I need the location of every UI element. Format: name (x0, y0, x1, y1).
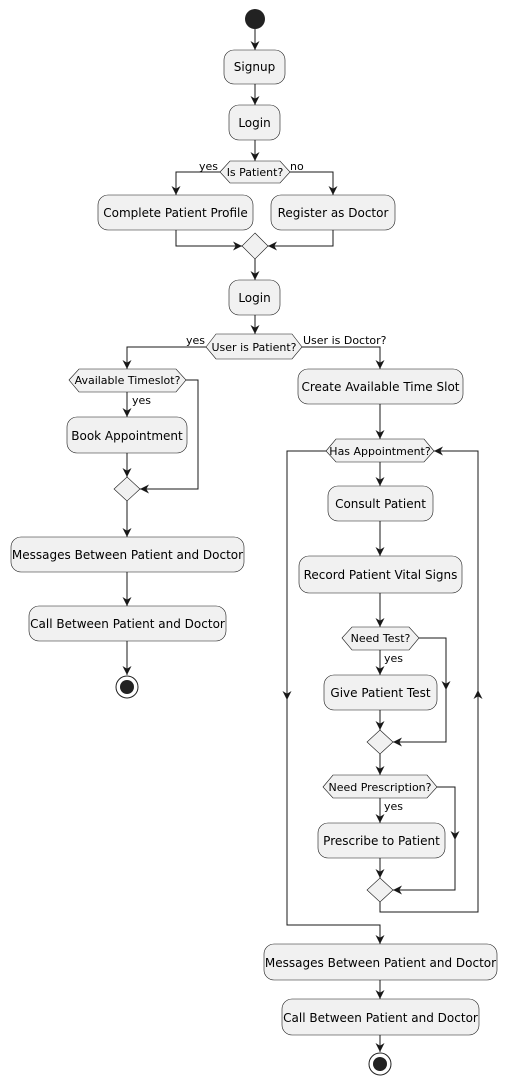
activity-signup: Signup (223, 49, 286, 85)
activity-register-as-doctor: Register as Doctor (270, 194, 396, 231)
decision-user-is-patient-label: User is Patient? (212, 341, 297, 354)
end-node-doctor (368, 1052, 392, 1076)
activity-complete-patient-profile: Complete Patient Profile (97, 194, 254, 231)
activity-book-appointment-label: Book Appointment (71, 429, 183, 443)
edge-label-timeslot-yes: yes (132, 394, 151, 407)
activity-record-patient-vital-signs-label: Record Patient Vital Signs (304, 568, 458, 582)
activity-give-patient-test: Give Patient Test (323, 674, 438, 711)
merge-diamond-test (366, 729, 394, 755)
activity-messages-doctor-branch: Messages Between Patient and Doctor (263, 943, 498, 981)
activity-give-patient-test-label: Give Patient Test (330, 686, 430, 700)
edge-is-patient-yes (171, 171, 220, 195)
activity-login-1-label: Login (238, 116, 270, 130)
end-node-patient (115, 675, 139, 699)
edge-label-user-is-doctor: User is Doctor? (303, 334, 387, 347)
activity-messages-patient-branch: Messages Between Patient and Doctor (10, 536, 245, 573)
activity-login-1: Login (228, 104, 281, 141)
decision-has-appointment-label: Has Appointment? (329, 445, 431, 458)
activity-messages-patient-branch-label: Messages Between Patient and Doctor (12, 548, 243, 562)
edges (122, 29, 483, 1052)
activity-book-appointment: Book Appointment (66, 416, 188, 454)
activity-messages-doctor-branch-label: Messages Between Patient and Doctor (265, 956, 496, 970)
decision-available-timeslot: Available Timeslot? (68, 368, 187, 393)
activity-login-2: Login (228, 279, 281, 316)
activity-prescribe-to-patient-label: Prescribe to Patient (323, 834, 440, 848)
edge-label-user-is-patient-yes: yes (186, 334, 205, 347)
edge-loop-back (379, 446, 479, 913)
edge-label-need-prescription-yes: yes (384, 800, 403, 813)
activity-create-available-time-slot-label: Create Available Time Slot (302, 380, 460, 394)
decision-need-test-label: Need Test? (351, 632, 411, 645)
activity-signup-label: Signup (234, 60, 275, 74)
activity-prescribe-to-patient: Prescribe to Patient (317, 822, 446, 859)
activity-complete-patient-profile-label: Complete Patient Profile (103, 206, 248, 220)
merge-diamond-timeslot (113, 476, 141, 502)
decision-is-patient-label: Is Patient? (227, 166, 284, 179)
decision-need-prescription-label: Need Prescription? (329, 781, 432, 794)
activity-create-available-time-slot: Create Available Time Slot (297, 368, 464, 405)
edge-is-patient-no (290, 171, 338, 195)
edge-loop-exit (286, 450, 385, 944)
edge-label-is-patient-yes: yes (199, 160, 218, 173)
activity-consult-patient: Consult Patient (327, 485, 434, 522)
activity-call-patient-branch: Call Between Patient and Doctor (28, 605, 227, 642)
activity-register-as-doctor-label: Register as Doctor (278, 206, 389, 220)
activity-login-2-label: Login (238, 291, 270, 305)
activity-record-patient-vital-signs: Record Patient Vital Signs (298, 555, 463, 594)
decision-has-appointment: Has Appointment? (325, 438, 435, 463)
decision-need-prescription: Need Prescription? (322, 774, 438, 799)
edge-register-to-merge (268, 230, 334, 251)
edge-user-is-patient-yes (122, 346, 206, 369)
edge-profile-to-merge (175, 230, 242, 251)
edge-user-is-doctor (302, 346, 385, 369)
merge-diamond-profile (241, 232, 269, 260)
decision-is-patient: Is Patient? (219, 160, 291, 184)
activity-call-patient-branch-label: Call Between Patient and Doctor (30, 617, 225, 631)
decision-user-is-patient: User is Patient? (205, 333, 303, 360)
merge-diamond-prescription (366, 877, 394, 903)
start-node (245, 9, 265, 29)
activity-call-doctor-branch-label: Call Between Patient and Doctor (283, 1011, 478, 1025)
decision-available-timeslot-label: Available Timeslot? (75, 374, 181, 387)
edge-timeslot-no (140, 379, 199, 494)
activity-consult-patient-label: Consult Patient (335, 497, 426, 511)
activity-call-doctor-branch: Call Between Patient and Doctor (281, 998, 480, 1036)
edge-label-is-patient-no: no (290, 160, 304, 173)
decision-need-test: Need Test? (341, 626, 420, 651)
edge-label-need-test-yes: yes (384, 652, 403, 665)
